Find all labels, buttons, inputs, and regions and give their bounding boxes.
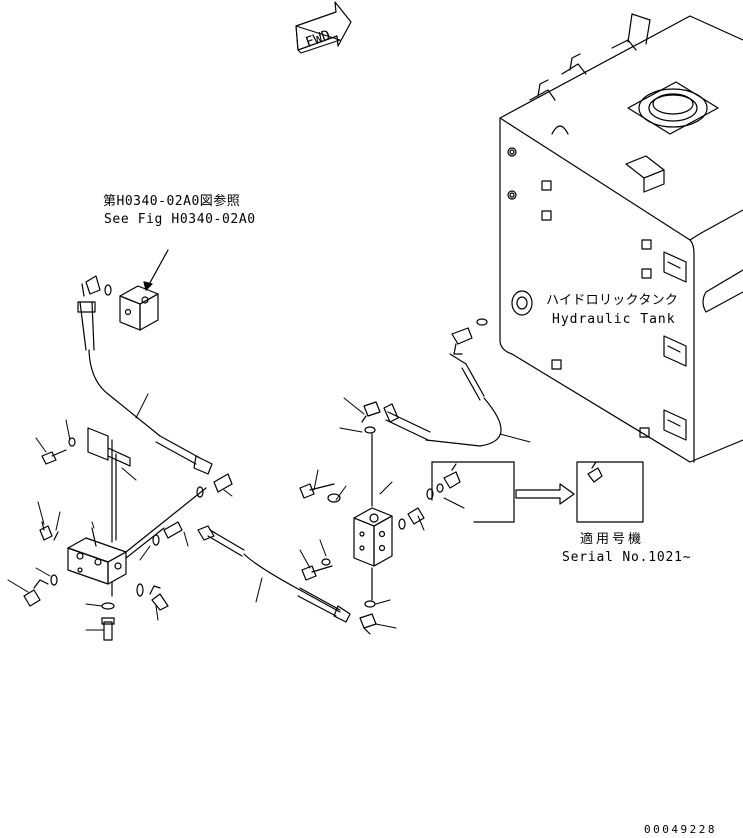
tank-elbow-fitting [451,318,488,355]
callout-leaders [7,393,531,631]
drawing-number: 00049228 [644,823,717,836]
left-fittings [23,437,233,641]
detail-box-serial [576,461,644,523]
serial-label-jp: 適用号機 [580,532,645,547]
fwd-arrow: FWD [295,1,352,54]
detail-box-current [431,461,515,523]
filler-flange [627,81,719,135]
detail-arrow [515,483,575,505]
reference-label-en: See Fig H0340-02A0 [104,212,256,227]
left-manifold [67,427,131,597]
tank-label-en: Hydraulic Tank [552,312,676,327]
hydraulic-tank [499,13,743,463]
center-valve-block [353,401,393,635]
tank-label-jp: ハイドロリックタンク [546,293,679,308]
tank-bolts [507,147,652,438]
hose-upper-left [77,301,213,475]
tank-port-boss [511,290,533,316]
reference-label-jp: 第H0340-02A0図参照 [103,194,241,209]
fwd-arrow-label: FWD [303,27,332,51]
reference-valve-block [119,249,169,331]
hose-lower [197,525,351,623]
serial-label-en: Serial No.1021∼ [562,550,692,565]
hose-tank-to-valve [383,353,502,447]
upper-elbow-fitting [81,275,112,297]
center-fittings [299,483,434,581]
